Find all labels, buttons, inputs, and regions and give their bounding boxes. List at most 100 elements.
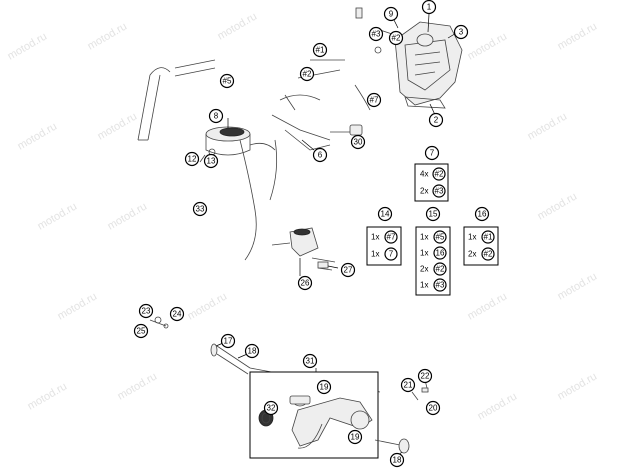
callout-24[interactable]: 24: [169, 306, 185, 322]
callout-2[interactable]: 2: [428, 112, 444, 128]
kit-7: 7 4x #2 2x #3: [414, 145, 449, 202]
callout-9[interactable]: 9: [383, 6, 399, 22]
svg-text:27: 27: [344, 266, 353, 275]
callout-1[interactable]: 1: [421, 0, 437, 15]
callout-17[interactable]: 17: [220, 333, 236, 349]
svg-text:#7: #7: [387, 233, 396, 242]
kit-14: 14 1x #7 1x 7: [366, 206, 402, 266]
callout-23[interactable]: 23: [138, 303, 154, 319]
callout-21[interactable]: 21: [400, 377, 416, 393]
svg-text:24: 24: [173, 310, 182, 319]
callout-ref-1[interactable]: #1: [312, 42, 328, 58]
callout-ref-2a[interactable]: #2: [388, 30, 404, 46]
kit-16-qty-2: 2x: [468, 250, 476, 259]
kit-7-ref-1[interactable]: #2: [432, 167, 446, 181]
brake-caliper-drawing: [355, 7, 463, 109]
svg-text:30: 30: [354, 138, 363, 147]
kit-15-label[interactable]: 15: [425, 206, 441, 222]
callout-3[interactable]: 3: [453, 24, 469, 40]
svg-text:23: 23: [142, 307, 151, 316]
svg-text:15: 15: [429, 210, 438, 219]
kit-14-label[interactable]: 14: [377, 206, 393, 222]
kit-7-label[interactable]: 7: [424, 145, 440, 161]
kit-16-label[interactable]: 16: [474, 206, 490, 222]
kit-15-ref-3[interactable]: #2: [433, 262, 447, 276]
callout-12[interactable]: 12: [184, 151, 200, 167]
kit-15-ref-1[interactable]: #5: [433, 230, 447, 244]
kit-15-qty-3: 2x: [420, 265, 428, 274]
watermark: motod.ru: [466, 290, 510, 322]
callout-33[interactable]: 33: [192, 201, 208, 217]
watermark: motod.ru: [16, 120, 60, 152]
svg-text:25: 25: [137, 327, 146, 336]
kit-15: 15 1x #5 1x 16 2x #2 1x #3: [415, 206, 451, 296]
callout-ref-5[interactable]: #5: [219, 73, 235, 89]
svg-text:32: 32: [267, 404, 276, 413]
watermark: motod.ru: [186, 290, 230, 322]
rear-master-cylinder-drawing: [271, 227, 336, 271]
callout-27[interactable]: 27: [340, 262, 356, 278]
push-rod-drawing: [374, 438, 410, 454]
watermark: motod.ru: [96, 110, 140, 142]
svg-text:22: 22: [421, 372, 430, 381]
kit-14-qty-2: 1x: [371, 250, 379, 259]
svg-text:#3: #3: [372, 30, 381, 39]
kit-7-qty-1: 4x: [420, 170, 428, 179]
callout-18b[interactable]: 18: [389, 452, 405, 468]
callout-31[interactable]: 31: [302, 353, 318, 369]
callout-26[interactable]: 26: [297, 275, 313, 291]
callout-25[interactable]: 25: [133, 323, 149, 339]
svg-text:33: 33: [196, 205, 205, 214]
kit-16-ref-2[interactable]: #2: [481, 247, 495, 261]
callout-8[interactable]: 8: [208, 108, 224, 124]
svg-text:1: 1: [427, 3, 432, 12]
kit-14-ref-2[interactable]: 7: [384, 247, 398, 261]
kit-15-qty-1: 1x: [420, 233, 428, 242]
kit-15-ref-4[interactable]: #3: [433, 278, 447, 292]
svg-text:#2: #2: [303, 70, 312, 79]
callout-18a[interactable]: 18: [244, 343, 260, 359]
svg-text:#2: #2: [392, 34, 401, 43]
callout-13[interactable]: 13: [203, 153, 219, 169]
callout-ref-3[interactable]: #3: [368, 26, 384, 42]
svg-text:31: 31: [306, 357, 315, 366]
svg-text:18: 18: [393, 456, 402, 465]
watermark: motod.ru: [36, 200, 80, 232]
svg-text:19: 19: [351, 433, 360, 442]
watermark: motod.ru: [106, 200, 150, 232]
brake-hose-drawing: [239, 139, 278, 261]
callout-32[interactable]: 32: [263, 400, 279, 416]
callout-20[interactable]: 20: [425, 400, 441, 416]
callout-19a[interactable]: 19: [316, 379, 332, 395]
svg-text:#2: #2: [435, 170, 444, 179]
callout-6[interactable]: 6: [312, 147, 328, 163]
kit-16-ref-1[interactable]: #1: [481, 230, 495, 244]
svg-text:#5: #5: [223, 77, 232, 86]
callout-19b[interactable]: 19: [347, 429, 363, 445]
svg-text:18: 18: [248, 347, 257, 356]
kit-7-ref-2[interactable]: #3: [432, 184, 446, 198]
kit-15-ref-2[interactable]: 16: [433, 246, 447, 260]
kit-14-ref-1[interactable]: #7: [384, 230, 398, 244]
kit-15-qty-2: 1x: [420, 249, 428, 258]
bolt-drawing: [149, 316, 169, 329]
svg-text:20: 20: [429, 404, 438, 413]
watermark: motod.ru: [26, 380, 70, 412]
svg-text:#7: #7: [370, 96, 379, 105]
svg-text:6: 6: [318, 151, 323, 160]
callout-30[interactable]: 30: [350, 134, 366, 150]
callout-ref-7[interactable]: #7: [366, 92, 382, 108]
svg-text:#2: #2: [436, 265, 445, 274]
reservoir-drawing: [199, 126, 276, 163]
callout-ref-2b[interactable]: #2: [299, 66, 315, 82]
svg-text:17: 17: [224, 337, 233, 346]
svg-text:7: 7: [389, 250, 394, 259]
watermark: motod.ru: [556, 20, 600, 52]
callout-22[interactable]: 22: [417, 368, 433, 384]
svg-text:12: 12: [188, 155, 197, 164]
svg-text:13: 13: [207, 157, 216, 166]
kit-14-qty-1: 1x: [371, 233, 379, 242]
brake-pedal-drawing: [258, 395, 373, 449]
svg-text:3: 3: [459, 28, 464, 37]
